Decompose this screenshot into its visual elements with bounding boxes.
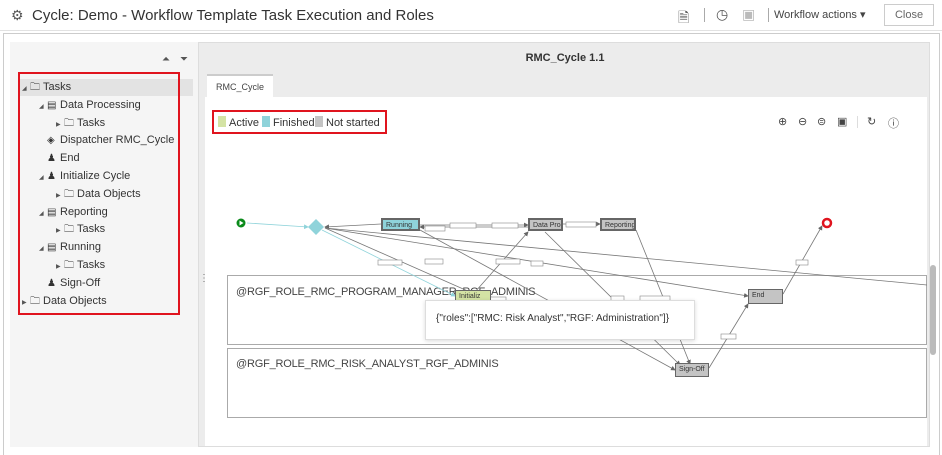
tree-item[interactable]: ▶🗀Tasks <box>56 257 105 273</box>
fullscreen-icon[interactable]: ▣ <box>837 116 848 128</box>
tree-item[interactable]: ◢▤Running <box>39 239 101 255</box>
not-started-swatch <box>315 116 323 127</box>
tree-item-label: End <box>60 152 80 165</box>
task-node-signoff[interactable]: Sign-Off <box>675 363 709 377</box>
zoom-out-icon[interactable]: ⊖ <box>798 116 808 128</box>
legend-label: Finished <box>273 117 315 129</box>
save-icon[interactable]: ▣ <box>742 6 756 22</box>
swimlane-risk-analyst: @RGF_ROLE_RMC_RISK_ANALYST_RGF_ADMINIS <box>227 348 927 418</box>
tree-item[interactable]: ◢▤Data Processing <box>39 97 141 113</box>
help-icon[interactable]: ⓘ <box>888 118 899 130</box>
tree-item-label: Data Objects <box>77 187 141 200</box>
workflow-actions-label: Workflow actions <box>774 9 857 21</box>
tree-item-label: Tasks <box>77 116 106 129</box>
end-event-icon[interactable] <box>821 217 833 229</box>
roles-tooltip: {"roles":["RMC: Risk Analyst","RGF: Admi… <box>425 300 695 340</box>
finished-swatch <box>262 116 270 127</box>
flow-labels <box>377 221 809 340</box>
user-task-icon: ♟ <box>47 277 56 289</box>
expand-all-icon[interactable]: ⏷ <box>180 54 188 65</box>
zoom-fit-icon[interactable]: ⊜ <box>817 116 827 128</box>
collapse-all-icon[interactable]: ⏶ <box>162 54 170 65</box>
tree-item-label: Reporting <box>60 205 108 218</box>
user-task-icon: ♟ <box>47 171 56 182</box>
tree-item-label: Tasks <box>43 81 72 93</box>
legend-finished: Finished <box>262 116 315 129</box>
history-icon[interactable]: ◷ <box>716 6 729 22</box>
expand-arrow-icon[interactable]: ▶ <box>56 192 61 199</box>
collapse-arrow-icon[interactable]: ◢ <box>22 86 27 92</box>
task-node-dataproc[interactable]: Data Proc <box>528 218 563 231</box>
task-node-reporting[interactable]: Reporting <box>600 218 636 231</box>
tree-item[interactable]: ♟ End <box>39 150 80 166</box>
expand-arrow-icon[interactable]: ▶ <box>56 121 61 128</box>
gateway-icon: ◈ <box>47 135 55 147</box>
tree-item[interactable]: ▶🗀Tasks <box>56 221 105 237</box>
subprocess-icon: ▤ <box>47 99 57 111</box>
status-legend: Active Finished Not started <box>212 110 387 134</box>
subprocess-icon: ▤ <box>47 206 57 218</box>
window-title: Cycle: Demo - Workflow Template Task Exe… <box>32 7 434 24</box>
folder-icon: 🗀 <box>30 295 40 307</box>
tree-item-label: Data Processing <box>60 98 141 111</box>
expand-arrow-icon[interactable]: ▶ <box>22 299 27 306</box>
tree-item[interactable]: ♟ Sign-Off <box>39 275 100 291</box>
tree-item[interactable]: ◢♟ Initialize Cycle <box>39 168 130 184</box>
title-bar <box>0 0 942 31</box>
collapse-arrow-icon[interactable]: ◢ <box>39 246 44 253</box>
tree-item[interactable]: ◢🗀Tasks <box>22 79 71 95</box>
workflow-gear-icon: ⚙ <box>11 7 24 23</box>
folder-icon: 🗀 <box>64 117 74 129</box>
tree-panel <box>10 42 199 447</box>
diagram-title: RMC_Cycle 1.1 <box>525 52 605 64</box>
selected-row-highlight <box>20 79 193 96</box>
active-swatch <box>218 116 226 127</box>
legend-active: Active <box>218 116 259 129</box>
folder-icon: 🗀 <box>64 224 74 236</box>
tree-item[interactable]: ▶🗀Data Objects <box>56 186 141 202</box>
vertical-scrollbar[interactable] <box>930 265 936 355</box>
refresh-icon[interactable]: ↻ <box>867 116 877 128</box>
dispatcher-gateway[interactable] <box>308 219 324 235</box>
folder-icon: 🗀 <box>30 82 40 93</box>
collapse-arrow-icon[interactable]: ◢ <box>39 175 44 181</box>
lane-label: @RGF_ROLE_RMC_RISK_ANALYST_RGF_ADMINIS <box>236 358 499 370</box>
collapse-arrow-icon[interactable]: ◢ <box>39 210 44 217</box>
folder-icon: 🗀 <box>64 188 74 200</box>
tree-item[interactable]: ▶🗀Tasks <box>56 115 105 131</box>
expand-arrow-icon[interactable]: ▶ <box>56 264 61 270</box>
splitter-handle[interactable]: ⋮ <box>199 273 209 284</box>
divider <box>857 116 858 128</box>
caret-down-icon: ▾ <box>860 9 866 21</box>
divider <box>704 8 705 22</box>
divider <box>768 8 769 22</box>
tree-item-label: Running <box>60 241 101 254</box>
tab-rmc-cycle[interactable]: RMC_Cycle <box>207 74 273 98</box>
expand-arrow-icon[interactable]: ▶ <box>56 228 61 235</box>
highlight-box <box>18 72 180 315</box>
legend-label: Active <box>229 117 259 129</box>
task-node-running[interactable]: Running <box>381 218 420 231</box>
tree-item-label: Dispatcher RMC_Cycle <box>60 134 175 147</box>
document-search-icon[interactable]: 🗎 <box>678 9 690 25</box>
workflow-actions-menu[interactable]: Workflow actions ▾ <box>774 8 866 21</box>
tree-item-label: Initialize Cycle <box>60 170 131 182</box>
folder-icon: 🗀 <box>64 260 74 271</box>
collapse-arrow-icon[interactable]: ◢ <box>39 103 44 110</box>
tree-item-label: Tasks <box>77 259 106 271</box>
close-button[interactable]: Close <box>884 4 934 26</box>
legend-not-started: Not started <box>315 116 380 129</box>
user-task-icon: ♟ <box>47 153 56 165</box>
legend-label: Not started <box>326 117 380 129</box>
tree-item-label: Tasks <box>77 223 106 236</box>
subprocess-icon: ▤ <box>47 242 57 254</box>
task-node-end[interactable]: End <box>748 289 783 304</box>
tree-item[interactable]: ▶🗀Data Objects <box>22 293 107 309</box>
tree-item-label: Sign-Off <box>60 276 101 289</box>
tree-item[interactable]: ◈ Dispatcher RMC_Cycle <box>39 132 174 148</box>
tree-item[interactable]: ◢▤Reporting <box>39 204 108 220</box>
zoom-in-icon[interactable]: ⊕ <box>778 116 788 128</box>
sequence-flows <box>246 221 928 371</box>
tree-item-label: Data Objects <box>43 294 107 307</box>
